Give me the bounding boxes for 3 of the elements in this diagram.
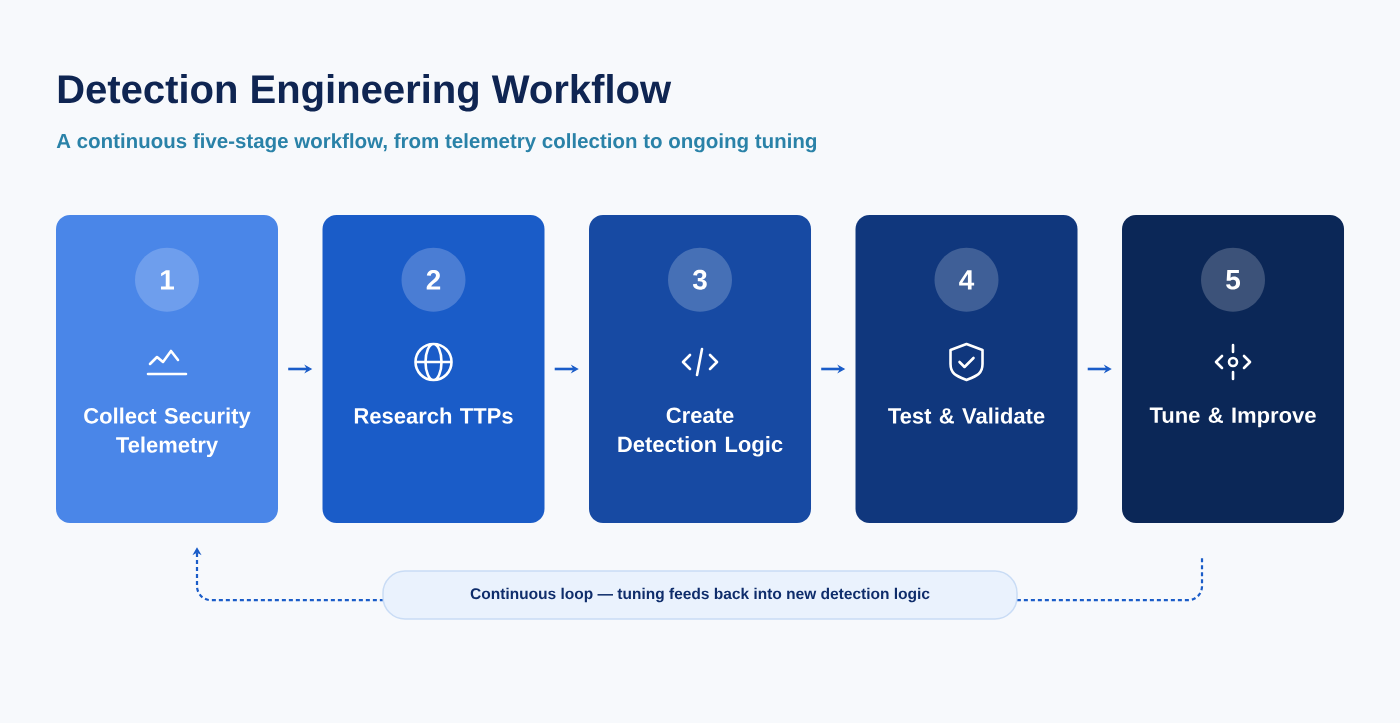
title: Detection Engineering Workflow (58, 74, 672, 112)
subtitle: A continuous five-stage workflow, from telemetry collection to ongoing tuning (56, 133, 817, 153)
loop-label: Continuous loop — tuning feeds back into new detection logic (382, 570, 1018, 620)
